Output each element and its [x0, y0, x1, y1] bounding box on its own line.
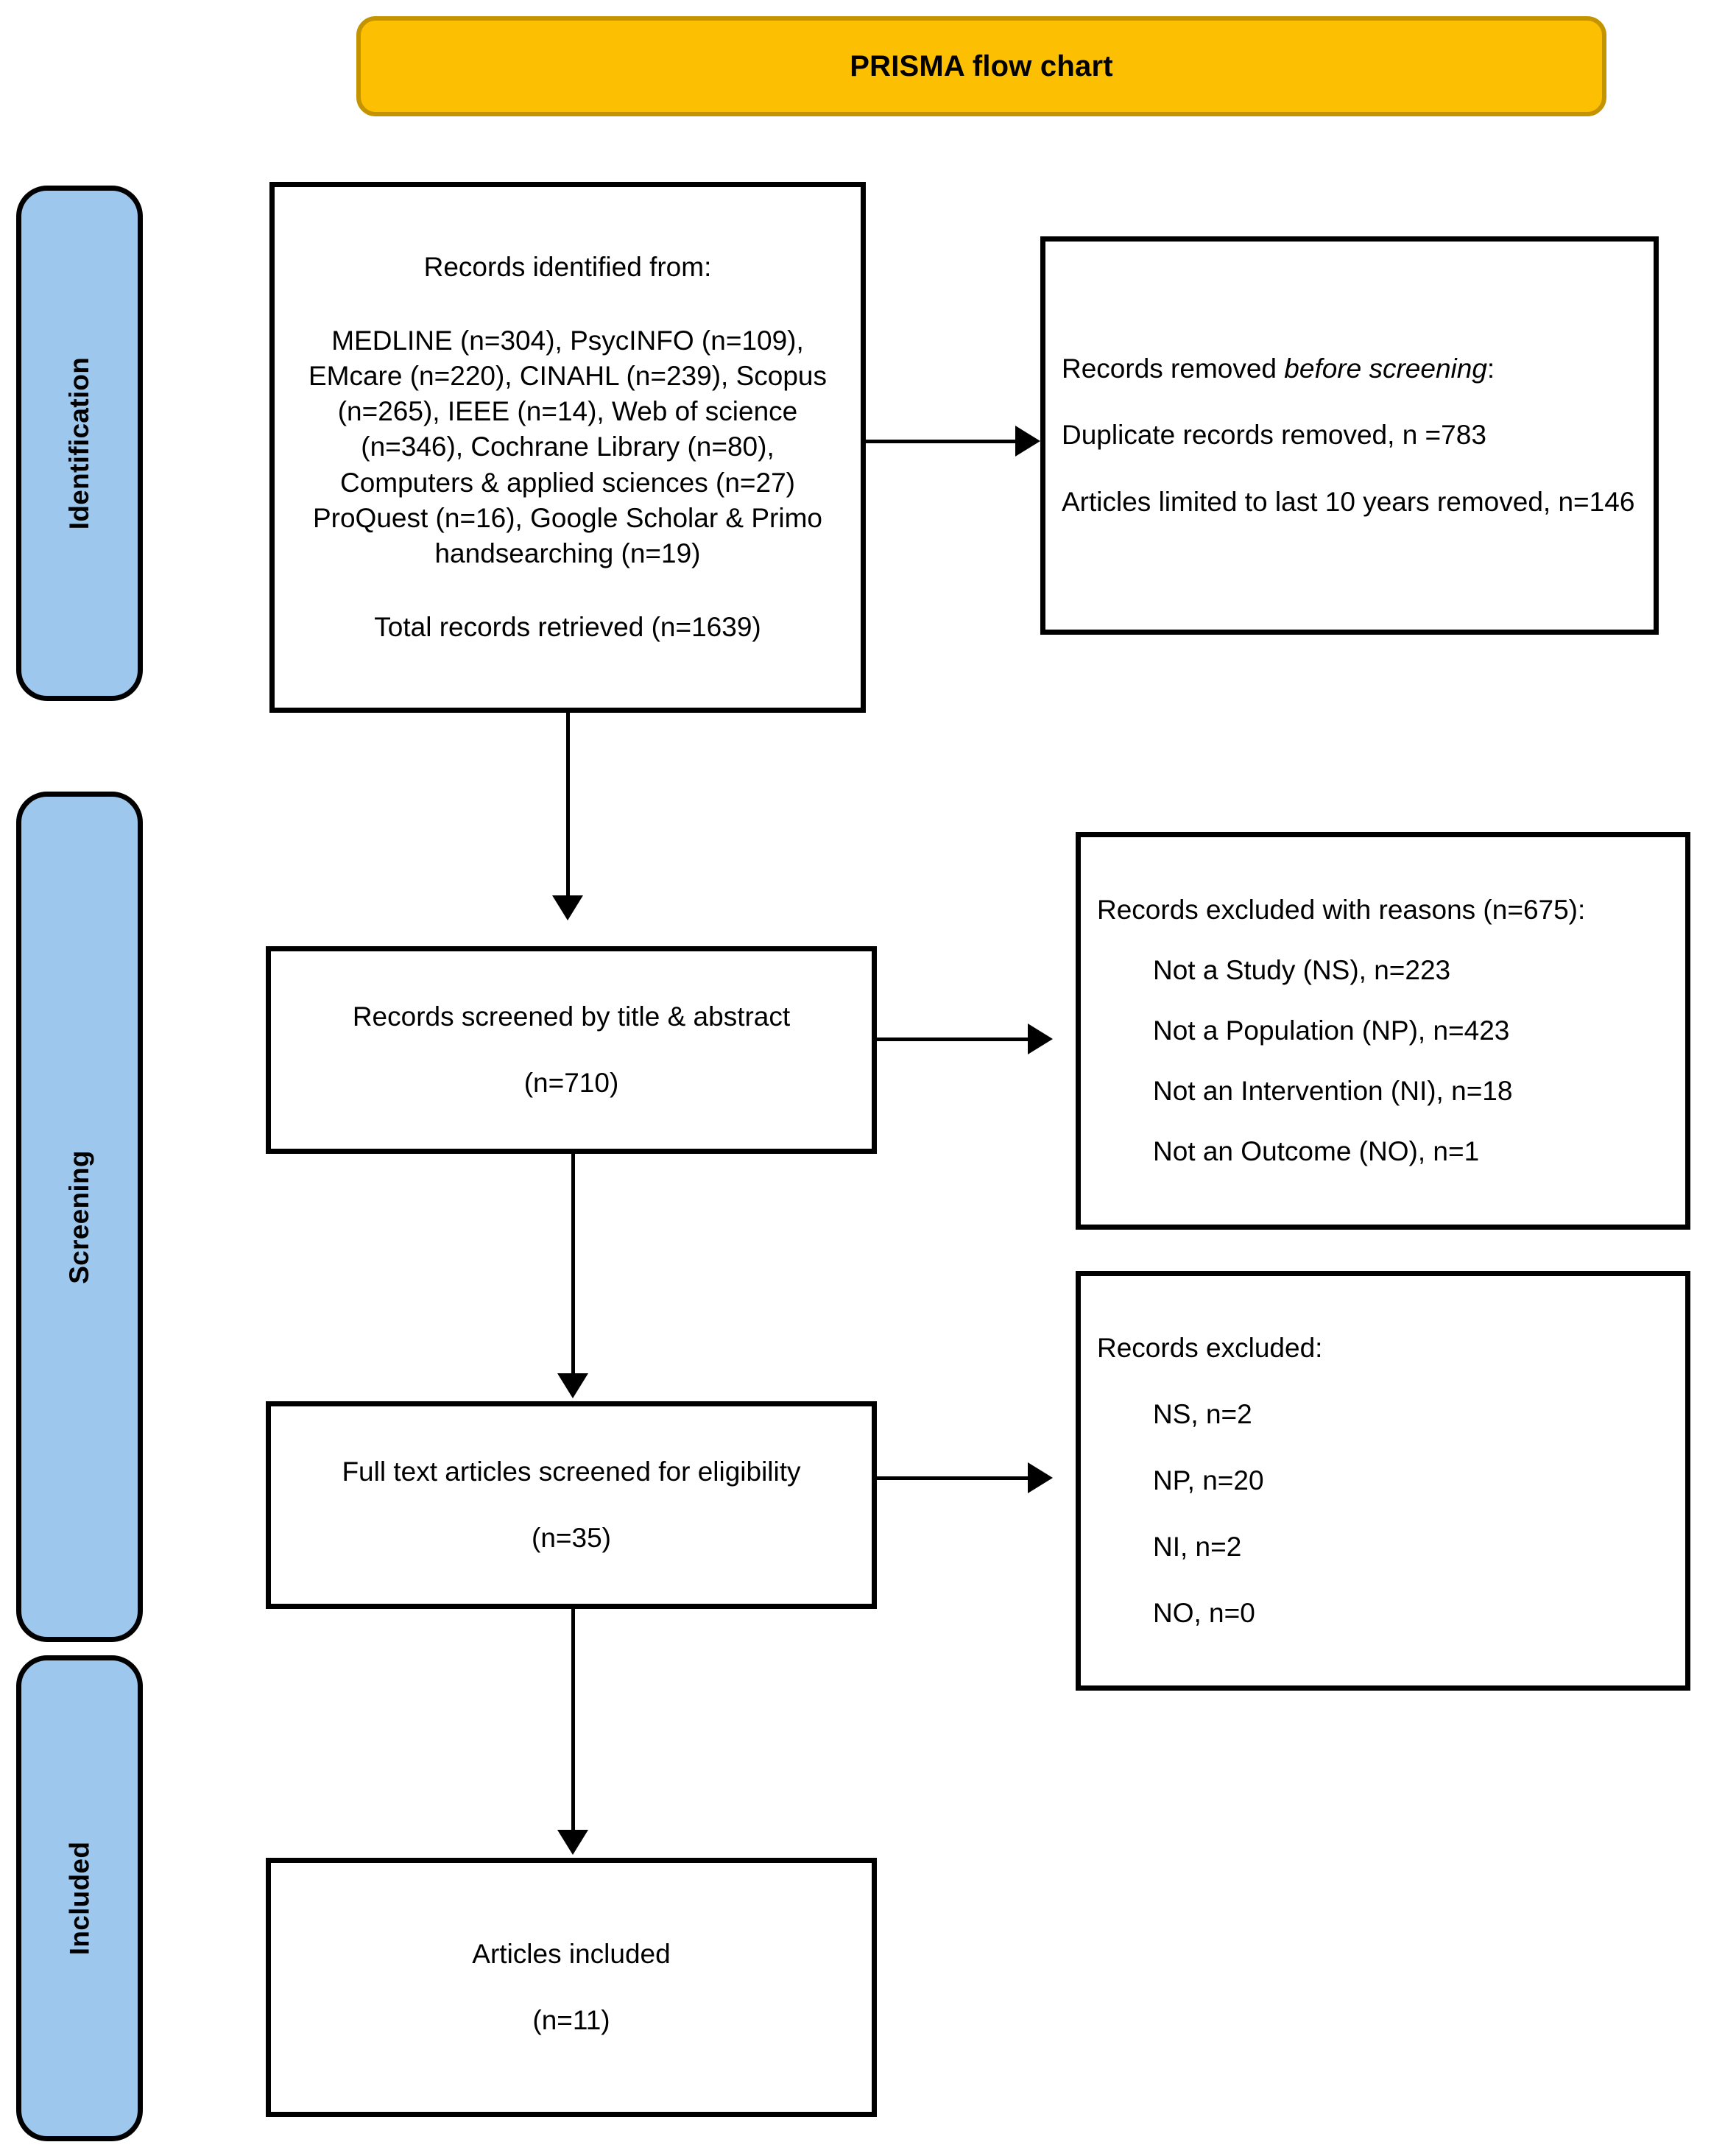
- arrow-head-down-icon: [557, 1373, 588, 1398]
- box-articles-included: Articles included (n=11): [266, 1858, 877, 2117]
- connector-line: [571, 1609, 575, 1831]
- full-text-count: (n=35): [532, 1523, 611, 1553]
- box-records-identified: Records identified from: MEDLINE (n=304)…: [269, 182, 866, 713]
- stage-label-identification: Identification: [64, 356, 95, 530]
- box-records-removed-before-screening: Records removed before screening: Duplic…: [1040, 236, 1659, 635]
- articles-limited-removed: Articles limited to last 10 years remove…: [1062, 486, 1635, 517]
- excluded-reason-item: Not a Population (NP), n=423: [1153, 1015, 1510, 1046]
- records-screened-label: Records screened by title & abstract: [352, 1001, 791, 1032]
- records-identified-sources: MEDLINE (n=304), PsycINFO (n=109), EMcar…: [308, 325, 827, 568]
- box-full-text-screened: Full text articles screened for eligibil…: [266, 1401, 877, 1609]
- records-removed-heading-suffix: :: [1486, 353, 1495, 384]
- records-removed-heading-italic: before screening: [1284, 353, 1487, 384]
- full-text-label: Full text articles screened for eligibil…: [342, 1456, 801, 1487]
- excluded-second-item: NS, n=2: [1153, 1398, 1252, 1429]
- stage-bar-included: Included: [16, 1655, 143, 2141]
- records-identified-total: Total records retrieved (n=1639): [374, 611, 761, 642]
- stage-label-screening: Screening: [64, 1149, 94, 1284]
- excluded-second-item: NP, n=20: [1153, 1465, 1264, 1496]
- box-records-excluded-with-reasons: Records excluded with reasons (n=675): N…: [1076, 832, 1690, 1230]
- duplicate-records-removed: Duplicate records removed, n =783: [1062, 420, 1486, 451]
- connector-line: [571, 1154, 575, 1375]
- excluded-with-reasons-heading: Records excluded with reasons (n=675):: [1097, 894, 1586, 925]
- connector-line: [866, 440, 1017, 443]
- arrow-head-right-icon: [1028, 1024, 1053, 1054]
- stage-bar-screening: Screening: [16, 792, 143, 1642]
- box-records-excluded-second: Records excluded: NS, n=2 NP, n=20 NI, n…: [1076, 1271, 1690, 1691]
- excluded-second-item: NI, n=2: [1153, 1532, 1242, 1563]
- connector-line: [877, 1038, 1030, 1041]
- excluded-reason-item: Not a Study (NS), n=223: [1153, 954, 1451, 985]
- connector-line: [566, 713, 570, 897]
- excluded-second-heading: Records excluded:: [1097, 1332, 1323, 1363]
- stage-label-included: Included: [64, 1841, 94, 1956]
- arrow-head-down-icon: [557, 1830, 588, 1855]
- records-identified-heading: Records identified from:: [423, 252, 712, 283]
- excluded-reason-item: Not an Intervention (NI), n=18: [1153, 1076, 1513, 1107]
- connector-line: [877, 1476, 1030, 1480]
- stage-bar-identification: Identification: [16, 186, 143, 701]
- excluded-reason-item: Not an Outcome (NO), n=1: [1153, 1136, 1480, 1167]
- records-screened-count: (n=710): [523, 1068, 619, 1098]
- articles-included-label: Articles included: [472, 1938, 671, 1969]
- arrow-head-right-icon: [1015, 426, 1040, 457]
- chart-title-banner: PRISMA flow chart: [356, 16, 1606, 116]
- excluded-second-item: NO, n=0: [1153, 1598, 1255, 1629]
- page-title: PRISMA flow chart: [850, 49, 1113, 82]
- records-removed-heading: Records removed before screening:: [1062, 351, 1495, 387]
- arrow-head-right-icon: [1028, 1462, 1053, 1493]
- records-removed-heading-prefix: Records removed: [1062, 353, 1285, 384]
- articles-included-count: (n=11): [532, 2005, 610, 2035]
- arrow-head-down-icon: [552, 895, 583, 920]
- box-records-screened: Records screened by title & abstract (n=…: [266, 946, 877, 1154]
